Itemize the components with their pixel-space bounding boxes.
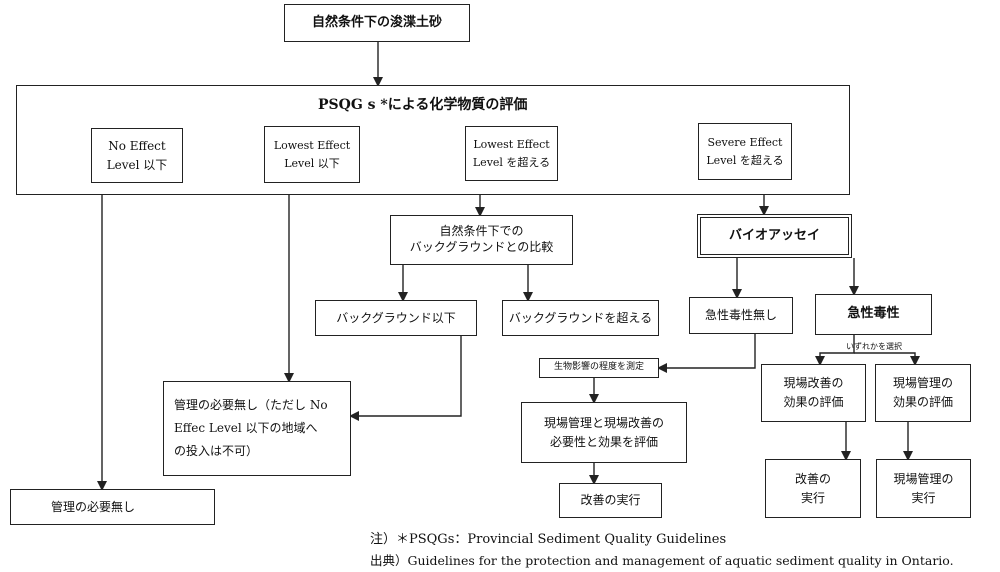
node-start: 自然条件下の浚渫土砂 xyxy=(284,4,470,42)
edge-bg-below-to-mgmt-except xyxy=(349,336,462,421)
choose-either-label: いずれかを選択 xyxy=(846,342,902,351)
note-source: 出典）Guidelines for the protection and man… xyxy=(370,553,954,568)
node-improve-eval: 現場改善の効果の評価 xyxy=(761,364,866,422)
node-do-improve: 改善の実行 xyxy=(559,483,662,518)
node-manage-eval: 現場管理の効果の評価 xyxy=(875,364,971,422)
node-toxicity: 急性毒性 xyxy=(815,294,932,335)
node-no-toxicity: 急性毒性無し xyxy=(689,297,793,334)
node-bg-below: バックグラウンド以下 xyxy=(315,300,477,336)
note-psqgs: 注）＊PSQGs：Provincial Sediment Quality Gui… xyxy=(370,532,727,547)
node-background-compare: 自然条件下でのバックグラウンドとの比較 xyxy=(390,215,573,265)
node-do-manage: 現場管理の実行 xyxy=(876,459,971,518)
node-mgmt-none: 管理の必要無し xyxy=(10,489,215,525)
edge-toxicity-split-left xyxy=(815,335,855,366)
node-bg-above: バックグラウンドを超える xyxy=(502,300,659,336)
edge-toxicity-split-right xyxy=(854,352,920,366)
node-measure-bio-effect: 生物影響の程度を測定 xyxy=(539,358,659,378)
psqg-title: PSQG s *による化学物質の評価 xyxy=(318,97,528,113)
node-do-improve-2: 改善の実行 xyxy=(765,459,861,518)
node-bioassay: バイオアッセイ xyxy=(697,214,852,258)
node-evaluate-need: 現場管理と現場改善の必要性と効果を評価 xyxy=(521,402,687,463)
edge-no-toxicity-to-measure xyxy=(657,334,756,373)
